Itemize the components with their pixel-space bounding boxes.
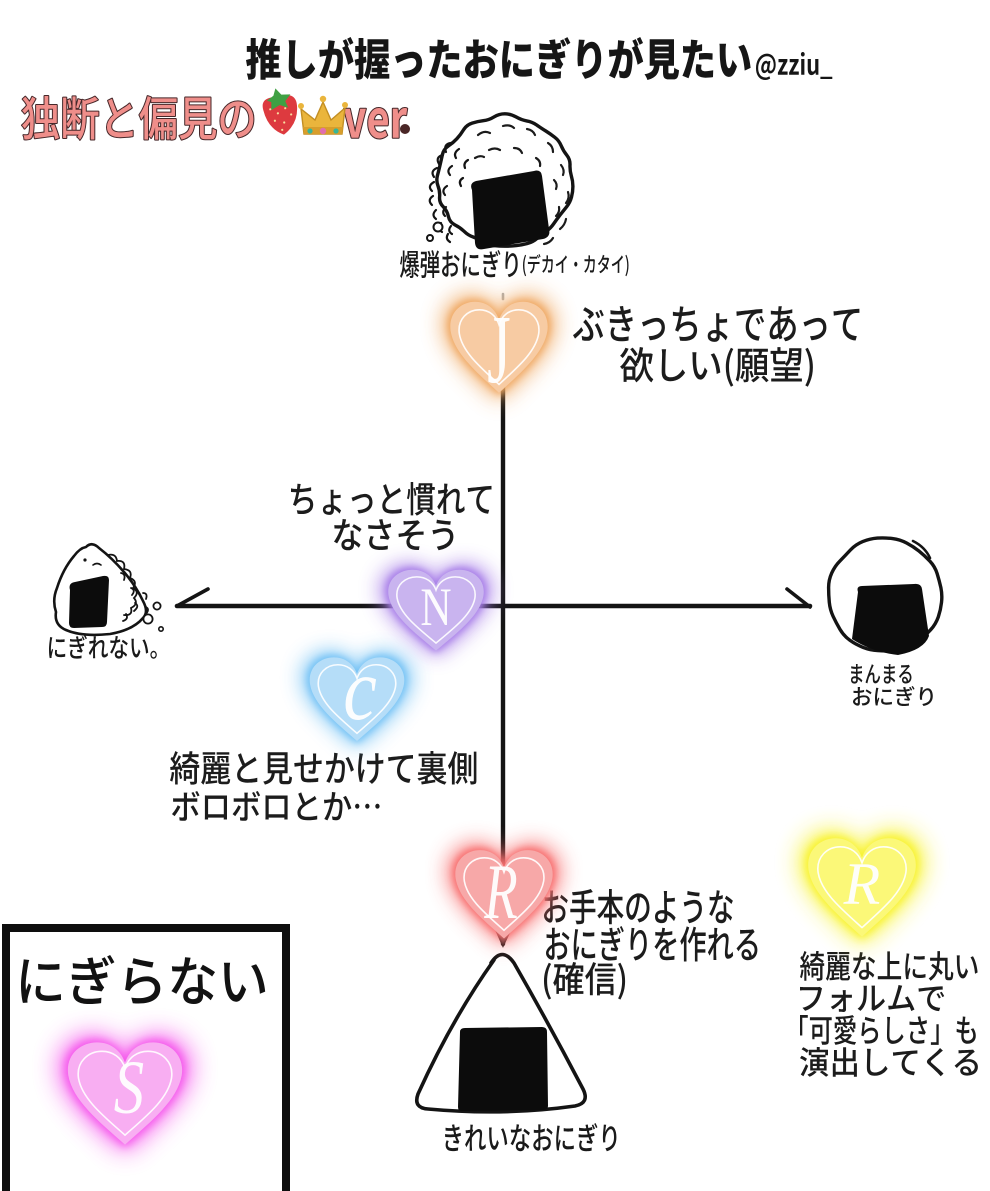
svg-text:S: S [114, 1046, 144, 1130]
svg-text:J: J [487, 294, 511, 403]
svg-text:c: c [343, 639, 377, 738]
svg-text:N: N [420, 576, 451, 637]
svg-text:R: R [843, 851, 881, 917]
svg-text:R: R [484, 848, 518, 935]
